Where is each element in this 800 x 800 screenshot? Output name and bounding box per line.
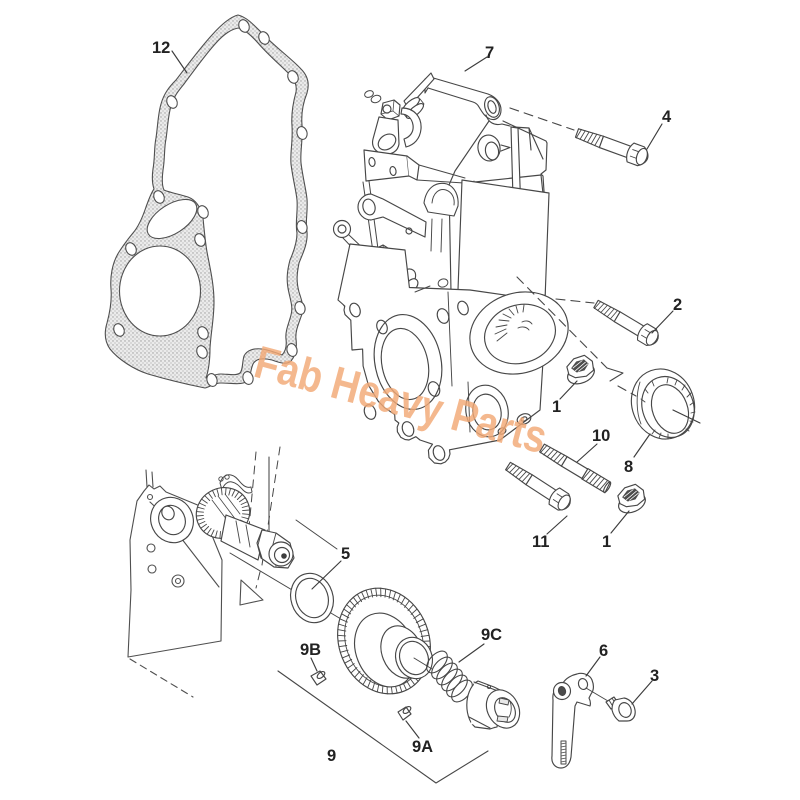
svg-text:11: 11	[532, 533, 549, 551]
svg-text:9C: 9C	[481, 626, 502, 644]
svg-text:1: 1	[602, 533, 611, 551]
svg-text:4: 4	[662, 108, 672, 126]
svg-text:9: 9	[327, 747, 336, 765]
svg-text:2: 2	[673, 296, 682, 314]
svg-text:6: 6	[599, 642, 608, 660]
svg-text:5: 5	[341, 545, 350, 563]
svg-text:9B: 9B	[300, 641, 321, 659]
svg-text:10: 10	[592, 427, 610, 445]
svg-text:8: 8	[624, 458, 633, 476]
svg-text:12: 12	[152, 39, 170, 57]
svg-text:7: 7	[485, 44, 494, 62]
svg-text:3: 3	[650, 667, 659, 685]
svg-text:1: 1	[552, 398, 561, 416]
svg-text:9A: 9A	[412, 738, 433, 756]
